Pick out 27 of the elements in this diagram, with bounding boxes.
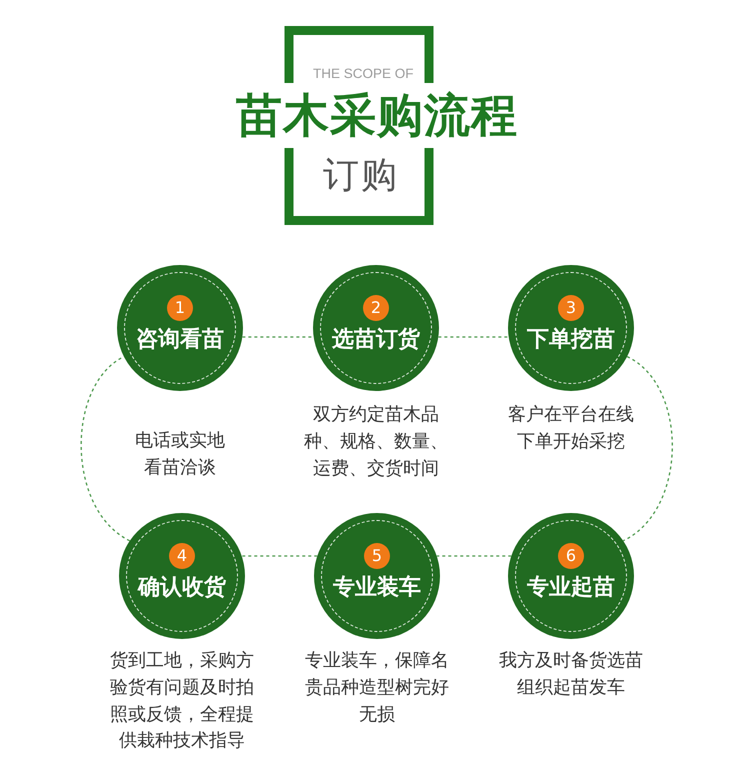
dashed-connector bbox=[438, 336, 509, 338]
step-title: 咨询看苗 bbox=[136, 326, 224, 354]
step-description: 电话或实地看苗洽谈 bbox=[135, 429, 225, 480]
step-title: 专业装车 bbox=[333, 574, 421, 602]
step-title: 专业起苗 bbox=[527, 574, 615, 602]
step-number-badge: 4 bbox=[169, 543, 195, 569]
step-number-badge: 1 bbox=[167, 295, 193, 321]
step-title: 选苗订货 bbox=[332, 326, 420, 354]
step-description: 专业装车，保障名贵品种造型树完好无损 bbox=[304, 649, 450, 727]
step-title: 下单挖苗 bbox=[527, 326, 615, 354]
step-description: 客户在平台在线下单开始采挖 bbox=[507, 403, 635, 454]
step-number-badge: 5 bbox=[364, 543, 390, 569]
dashed-connector bbox=[436, 555, 512, 557]
step-number-badge: 6 bbox=[558, 543, 584, 569]
step-description: 双方约定苗木品种、规格、数量、运费、交货时间 bbox=[304, 403, 448, 481]
dashed-connector bbox=[80, 356, 130, 542]
dashed-connector bbox=[242, 336, 314, 338]
step-description: 我方及时备货选苗组织起苗发车 bbox=[499, 649, 643, 700]
step-number-badge: 2 bbox=[363, 295, 389, 321]
step-title: 确认收货 bbox=[138, 574, 226, 602]
diagram-title: 苗木采购流程 bbox=[236, 90, 518, 141]
step-number-badge: 3 bbox=[558, 295, 584, 321]
subtitle: 订购 bbox=[323, 156, 399, 196]
step-description: 货到工地，采购方验货有问题及时拍照或反馈，全程提供栽种技术指导 bbox=[110, 649, 254, 754]
eyebrow-text: THE SCOPE OF bbox=[313, 66, 414, 82]
dashed-connector bbox=[622, 356, 673, 542]
dashed-connector bbox=[242, 555, 318, 557]
